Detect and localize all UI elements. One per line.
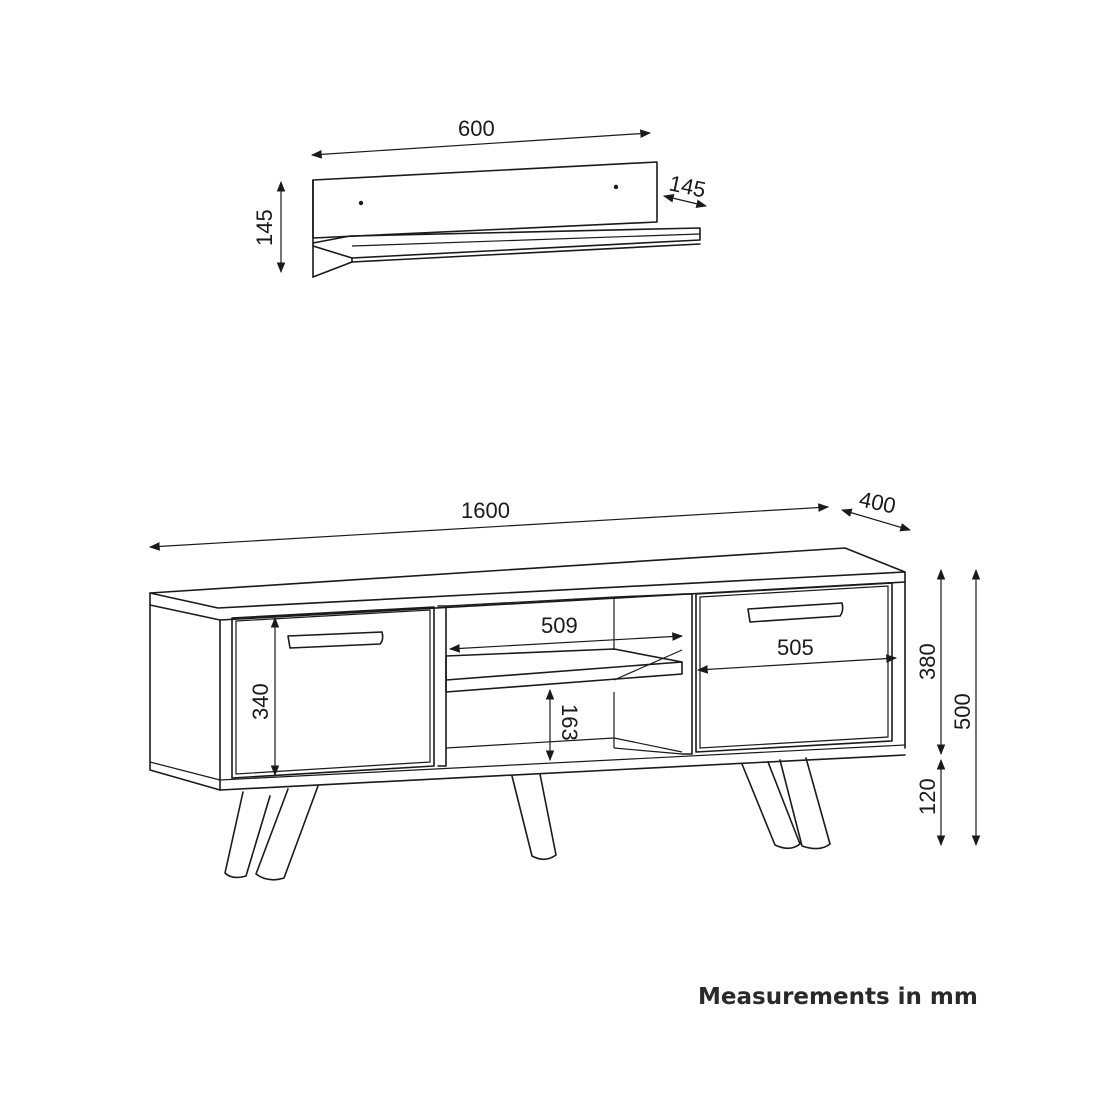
tv-unit	[149, 547, 906, 881]
middle-shelf-width-dimension	[448, 632, 684, 653]
shelf-width-label: 600	[458, 116, 495, 141]
right-cabinet-width-label: 505	[777, 635, 814, 660]
wall-shelf	[312, 161, 701, 278]
shelf-width-dimension	[310, 129, 652, 159]
unit-depth-dimension	[840, 508, 912, 532]
shelf-depth-dimension	[662, 194, 708, 208]
measurement-units-caption: Measurements in mm	[698, 984, 978, 1010]
shelf-height-label: 145	[252, 209, 277, 246]
unit-width-label: 1600	[461, 498, 510, 523]
total-height-label: 500	[950, 693, 975, 730]
lower-opening-height-label: 163	[557, 704, 582, 741]
middle-shelf-width-label: 509	[541, 613, 578, 638]
leg-height-label: 120	[915, 778, 940, 815]
unit-depth-label: 400	[857, 486, 898, 518]
unit-width-dimension	[148, 503, 830, 551]
body-height-label: 380	[915, 643, 940, 680]
door-height-label: 340	[248, 683, 273, 720]
right-cabinet-width-dimension	[696, 654, 898, 674]
